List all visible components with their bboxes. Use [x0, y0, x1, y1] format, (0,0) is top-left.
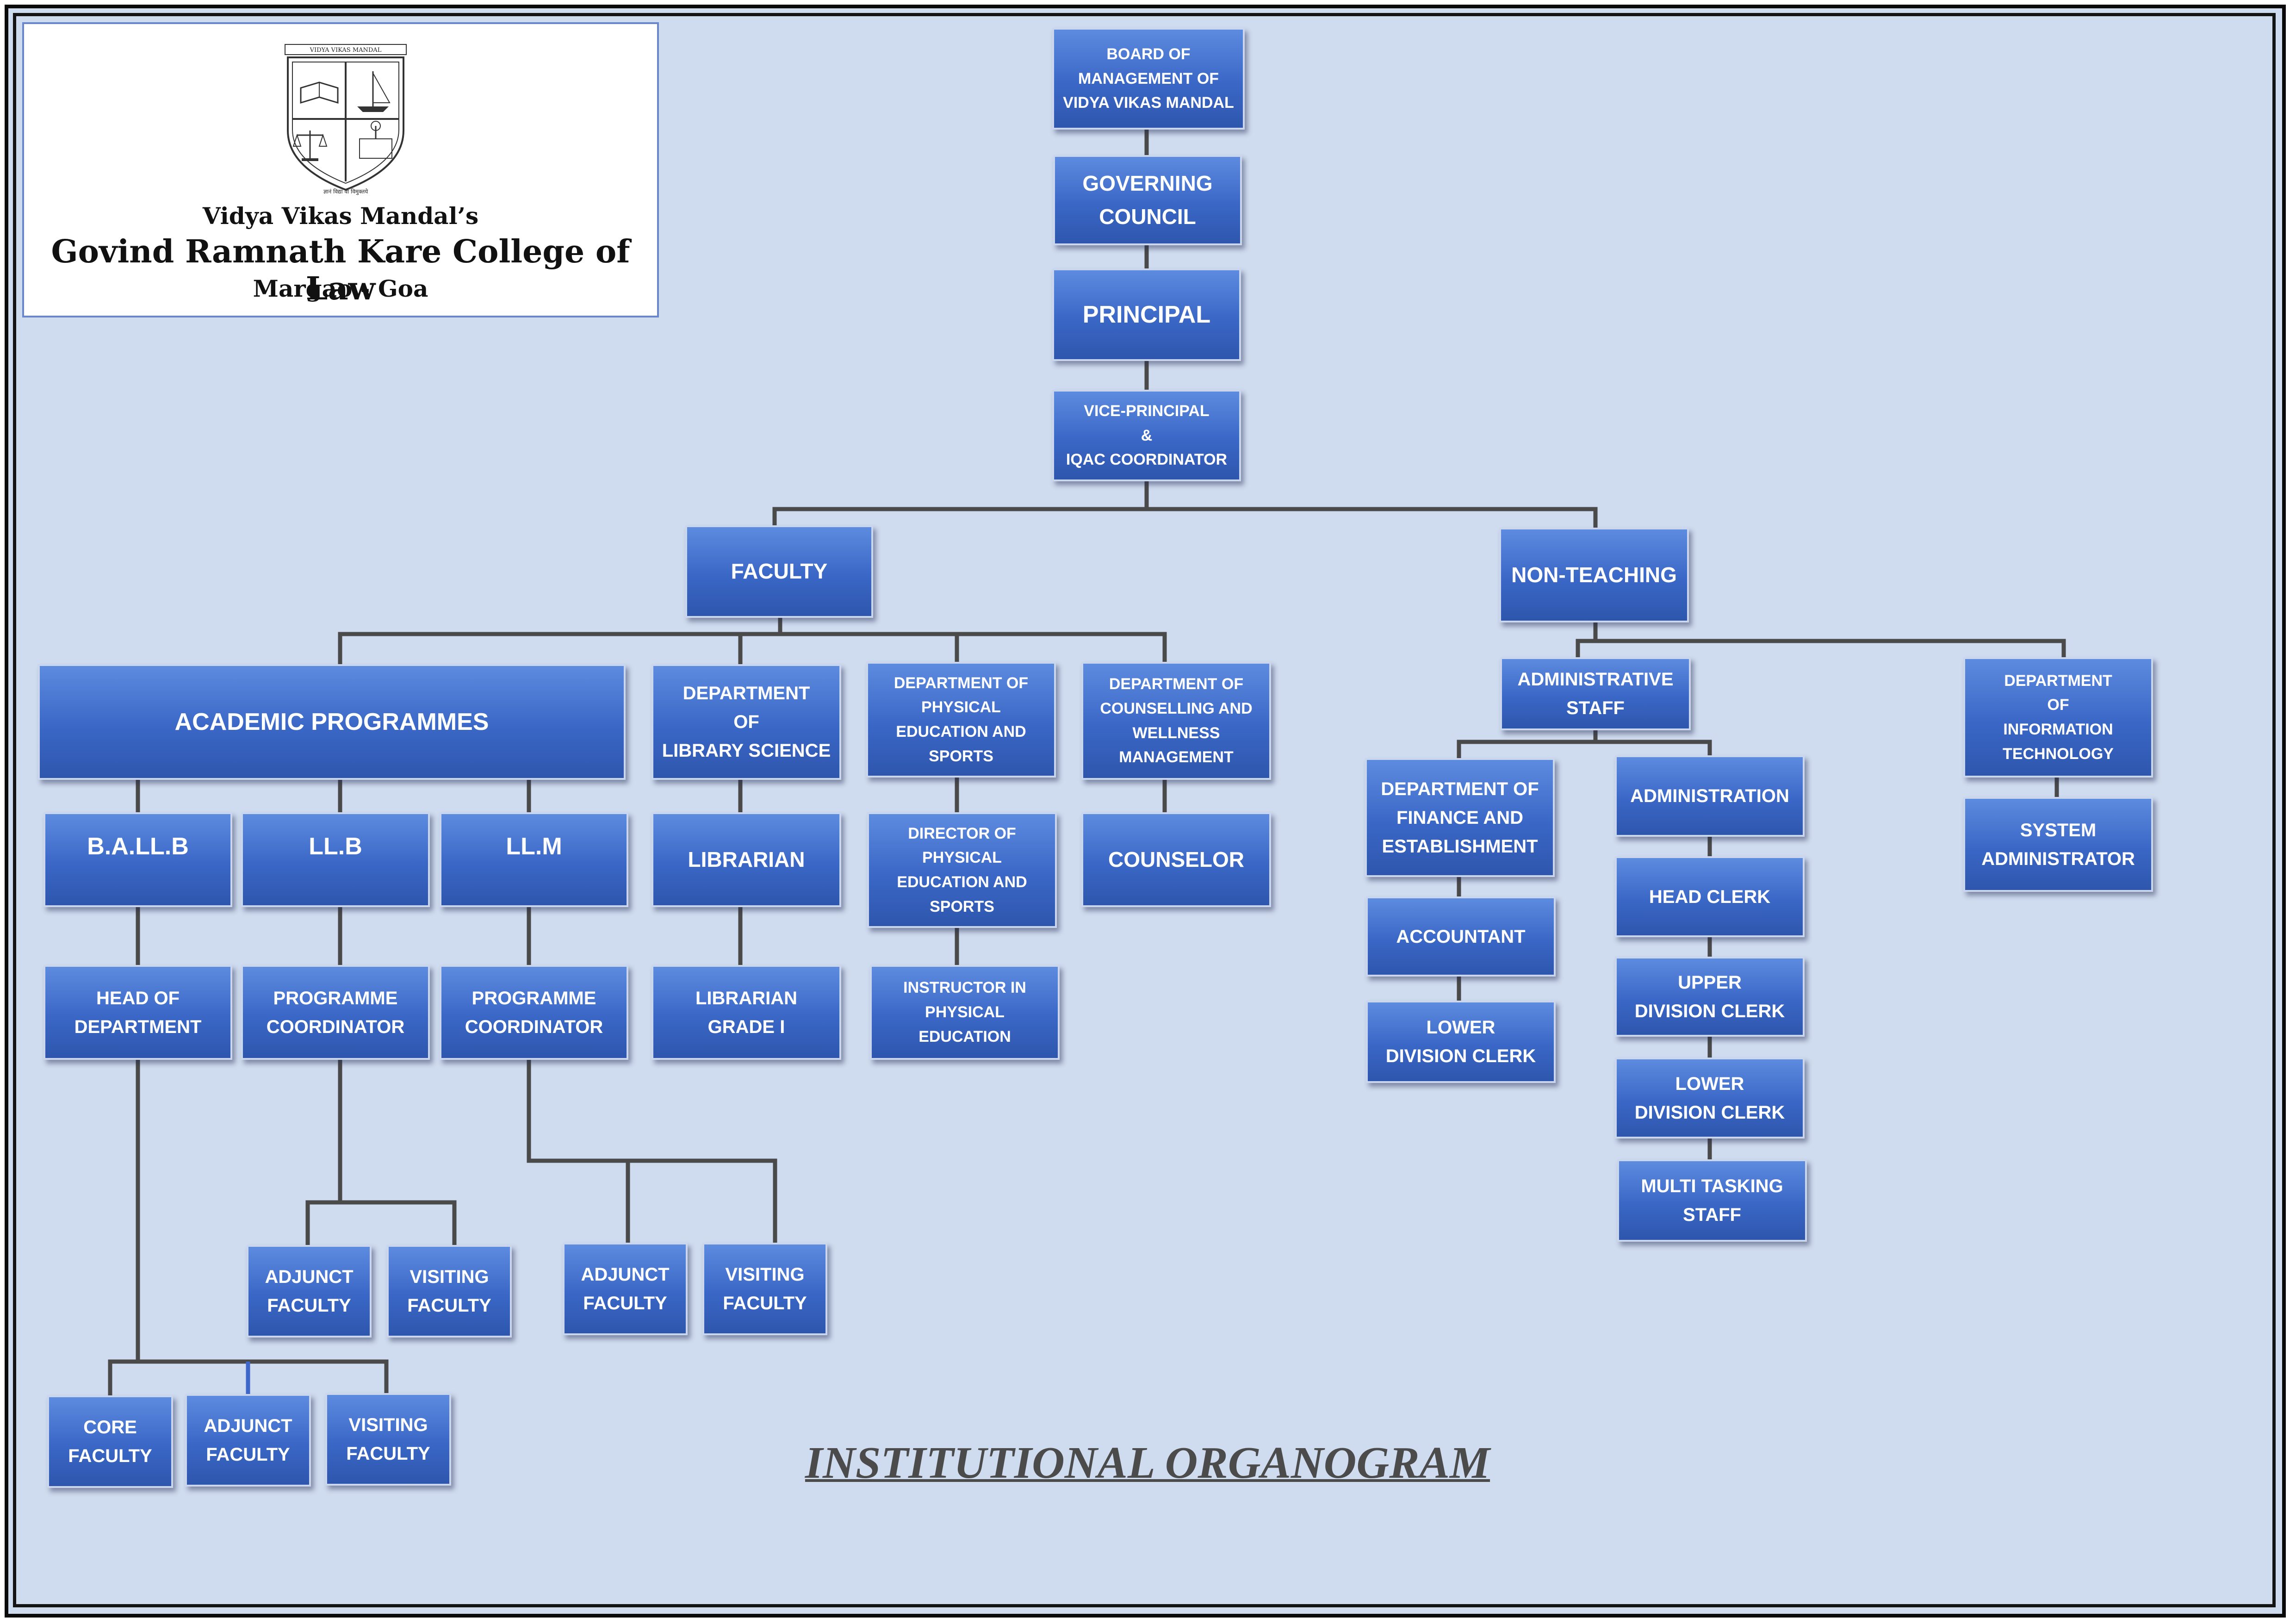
node-llm-programme-coordinator: PROGRAMME COORDINATOR [440, 965, 628, 1060]
node-faculty: FACULTY [685, 525, 873, 618]
node-ballb-visiting-faculty: VISITING FACULTY [325, 1393, 451, 1486]
college-header-panel: VIDYA VIKAS MANDAL ज्ञानं विद्या वा विमु… [22, 22, 659, 317]
node-vice-principal: VICE-PRINCIPAL & IQAC COORDINATOR [1052, 390, 1241, 481]
node-board-of-management: BOARD OF MANAGEMENT OF VIDYA VIKAS MANDA… [1052, 28, 1245, 130]
college-crest-logo: VIDYA VIKAS MANDAL ज्ञानं विद्या वा विमु… [285, 44, 407, 195]
page-inner-border [13, 13, 2276, 1607]
organogram-title: INSTITUTIONAL ORGANOGRAM [805, 1438, 1490, 1488]
node-ballb: B.A.LL.B [43, 812, 232, 907]
node-llb: LL.B [241, 812, 430, 907]
node-administrative-staff: ADMINISTRATIVE STAFF [1500, 657, 1691, 730]
node-multi-tasking-staff: MULTI TASKING STAFF [1617, 1159, 1807, 1242]
node-llm: LL.M [440, 812, 628, 907]
node-non-teaching: NON-TEACHING [1499, 528, 1689, 622]
node-admin-lower-division-clerk: LOWER DIVISION CLERK [1615, 1058, 1805, 1139]
node-dept-library-science: DEPARTMENT OF LIBRARY SCIENCE [652, 664, 841, 780]
node-dept-counselling: DEPARTMENT OF COUNSELLING AND WELLNESS M… [1081, 662, 1271, 780]
node-llm-visiting-faculty: VISITING FACULTY [702, 1243, 827, 1335]
svg-text:ज्ञानं विद्या वा विमुक्तये: ज्ञानं विद्या वा विमुक्तये [323, 188, 368, 195]
node-llm-adjunct-faculty: ADJUNCT FACULTY [563, 1243, 688, 1335]
node-ballb-core-faculty: CORE FACULTY [47, 1395, 173, 1488]
node-instructor-physical-education: INSTRUCTOR IN PHYSICAL EDUCATION [870, 965, 1060, 1060]
node-system-administrator: SYSTEM ADMINISTRATOR [1963, 797, 2153, 892]
node-accountant: ACCOUNTANT [1366, 896, 1556, 977]
node-principal: PRINCIPAL [1052, 268, 1241, 361]
node-administration: ADMINISTRATION [1615, 755, 1805, 837]
college-location: Margao - Goa [253, 275, 428, 302]
society-name: Vidya Vikas Mandal’s [202, 202, 479, 230]
node-academic-programmes: ACADEMIC PROGRAMMES [38, 664, 626, 780]
node-llb-programme-coordinator: PROGRAMME COORDINATOR [241, 965, 430, 1060]
node-dept-physical-education: DEPARTMENT OF PHYSICAL EDUCATION AND SPO… [866, 662, 1056, 778]
node-upper-division-clerk: UPPER DIVISION CLERK [1615, 957, 1805, 1037]
node-librarian-grade-1: LIBRARIAN GRADE I [652, 965, 841, 1060]
node-governing-council: GOVERNING COUNCIL [1053, 155, 1242, 245]
node-llb-visiting-faculty: VISITING FACULTY [387, 1245, 512, 1338]
node-finance-lower-division-clerk: LOWER DIVISION CLERK [1366, 1001, 1556, 1083]
node-dept-finance-establishment: DEPARTMENT OF FINANCE AND ESTABLISHMENT [1365, 758, 1555, 877]
svg-text:VIDYA VIKAS MANDAL: VIDYA VIKAS MANDAL [310, 47, 382, 54]
node-librarian: LIBRARIAN [652, 812, 841, 907]
college-name: Govind Ramnath Kare College of Law [51, 233, 630, 307]
node-head-of-department: HEAD OF DEPARTMENT [43, 965, 232, 1060]
node-counselor: COUNSELOR [1081, 812, 1271, 907]
node-head-clerk: HEAD CLERK [1615, 856, 1805, 937]
node-llb-adjunct-faculty: ADJUNCT FACULTY [247, 1245, 372, 1338]
node-dept-information-technology: DEPARTMENT OF INFORMATION TECHNOLOGY [1963, 657, 2153, 778]
node-director-physical-education: DIRECTOR OF PHYSICAL EDUCATION AND SPORT… [867, 812, 1057, 928]
node-ballb-adjunct-faculty: ADJUNCT FACULTY [185, 1394, 311, 1487]
